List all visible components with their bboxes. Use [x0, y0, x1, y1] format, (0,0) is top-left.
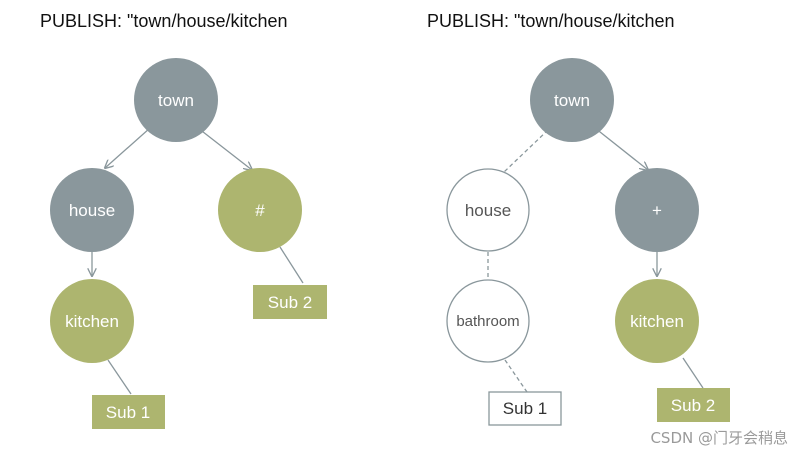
left-subscriber-sub1: Sub 1: [92, 395, 165, 429]
right-node-plus-wildcard: +: [615, 168, 699, 252]
edge-town-hash: [197, 127, 252, 170]
right-node-bathroom: bathroom: [446, 279, 530, 363]
edge-town-house: [105, 127, 151, 168]
left-node-kitchen-label: kitchen: [65, 312, 119, 331]
left-diagram: PUBLISH: "town/house/kitchen town house …: [40, 11, 327, 429]
right-subscriber-sub1: Sub 1: [488, 391, 562, 426]
left-subscriber-sub2: Sub 2: [253, 285, 327, 319]
right-node-house-label: house: [465, 201, 511, 220]
left-subscriber-sub2-label: Sub 2: [268, 293, 312, 312]
right-node-plus-label: +: [652, 201, 662, 220]
left-node-house-label: house: [69, 201, 115, 220]
edge-kitchen-sub2: [682, 357, 704, 389]
watermark-text: CSDN @门牙会稍息: [650, 429, 788, 447]
left-node-house: house: [50, 168, 134, 252]
right-node-house: house: [446, 168, 530, 252]
right-node-bathroom-label: bathroom: [456, 313, 519, 330]
left-subscriber-sub1-label: Sub 1: [106, 403, 150, 422]
left-node-kitchen: kitchen: [50, 279, 134, 363]
edge-hash-sub2: [279, 246, 304, 284]
left-node-town: town: [134, 58, 218, 142]
edge-town-plus: [594, 127, 648, 170]
right-diagram: PUBLISH: "town/house/kitchen town house …: [427, 11, 730, 426]
right-title: PUBLISH: "town/house/kitchen: [427, 11, 675, 31]
right-node-town-label: town: [554, 91, 590, 110]
right-node-town: town: [530, 58, 614, 142]
right-subscriber-sub2: Sub 2: [657, 388, 730, 422]
right-node-kitchen-label: kitchen: [630, 312, 684, 331]
left-title: PUBLISH: "town/house/kitchen: [40, 11, 288, 31]
edge-town-house-dashed: [503, 129, 549, 173]
edge-kitchen-sub1: [107, 359, 132, 395]
left-node-hash-wildcard: #: [218, 168, 302, 252]
left-node-town-label: town: [158, 91, 194, 110]
right-subscriber-sub1-label: Sub 1: [503, 399, 547, 418]
right-node-kitchen: kitchen: [615, 279, 699, 363]
edge-bathroom-sub1-dashed: [504, 359, 528, 393]
left-node-hash-label: #: [255, 201, 265, 220]
right-subscriber-sub2-label: Sub 2: [671, 396, 715, 415]
